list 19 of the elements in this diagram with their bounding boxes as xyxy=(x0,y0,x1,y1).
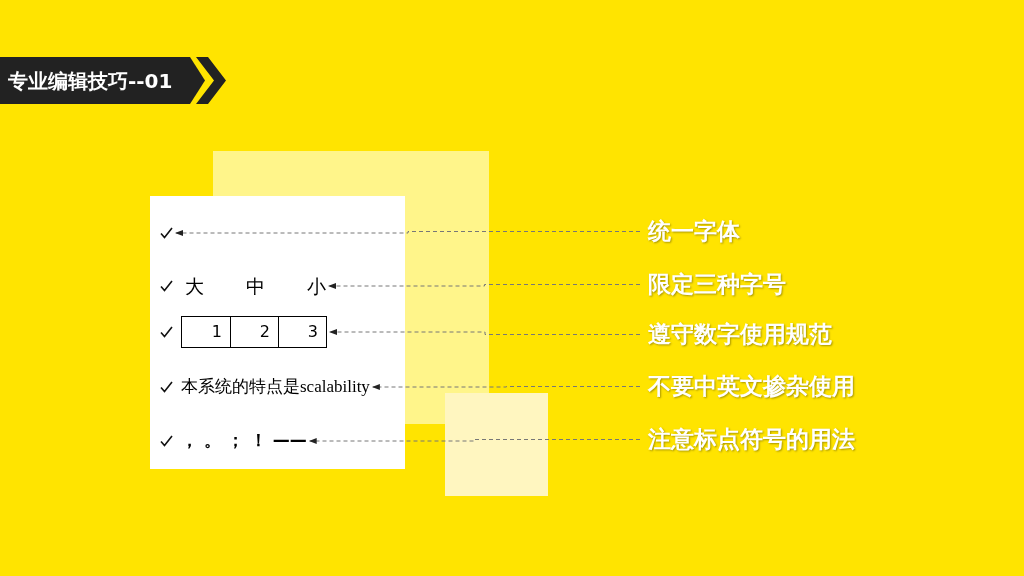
tip-label: 不要中英文掺杂使用 xyxy=(648,375,855,398)
table-cell: 3 xyxy=(278,317,326,347)
dashed-arrow xyxy=(308,438,641,444)
tip-label: 限定三种字号 xyxy=(648,273,786,296)
dashed-arrow xyxy=(329,329,641,335)
dashed-arrow xyxy=(371,384,641,390)
size-sample-text: 小 xyxy=(307,273,326,299)
table-cell: 2 xyxy=(230,317,278,347)
title-text: 专业编辑技巧--01 xyxy=(8,67,173,95)
tip-label: 遵守数字使用规范 xyxy=(648,323,832,346)
sample-text: ， 。 ； ！ —— xyxy=(181,429,307,453)
sample-text: 本系统的特点是scalability xyxy=(181,376,370,399)
table-cell-text: 1 xyxy=(210,321,223,343)
tip-label: 统一字体 xyxy=(648,220,740,243)
size-sample-text: 大 xyxy=(185,273,204,299)
dashed-arrow xyxy=(175,230,641,236)
tip-label: 注意标点符号的用法 xyxy=(648,428,855,451)
dashed-arrow xyxy=(328,283,641,289)
size-sample-text: 中 xyxy=(246,273,265,299)
